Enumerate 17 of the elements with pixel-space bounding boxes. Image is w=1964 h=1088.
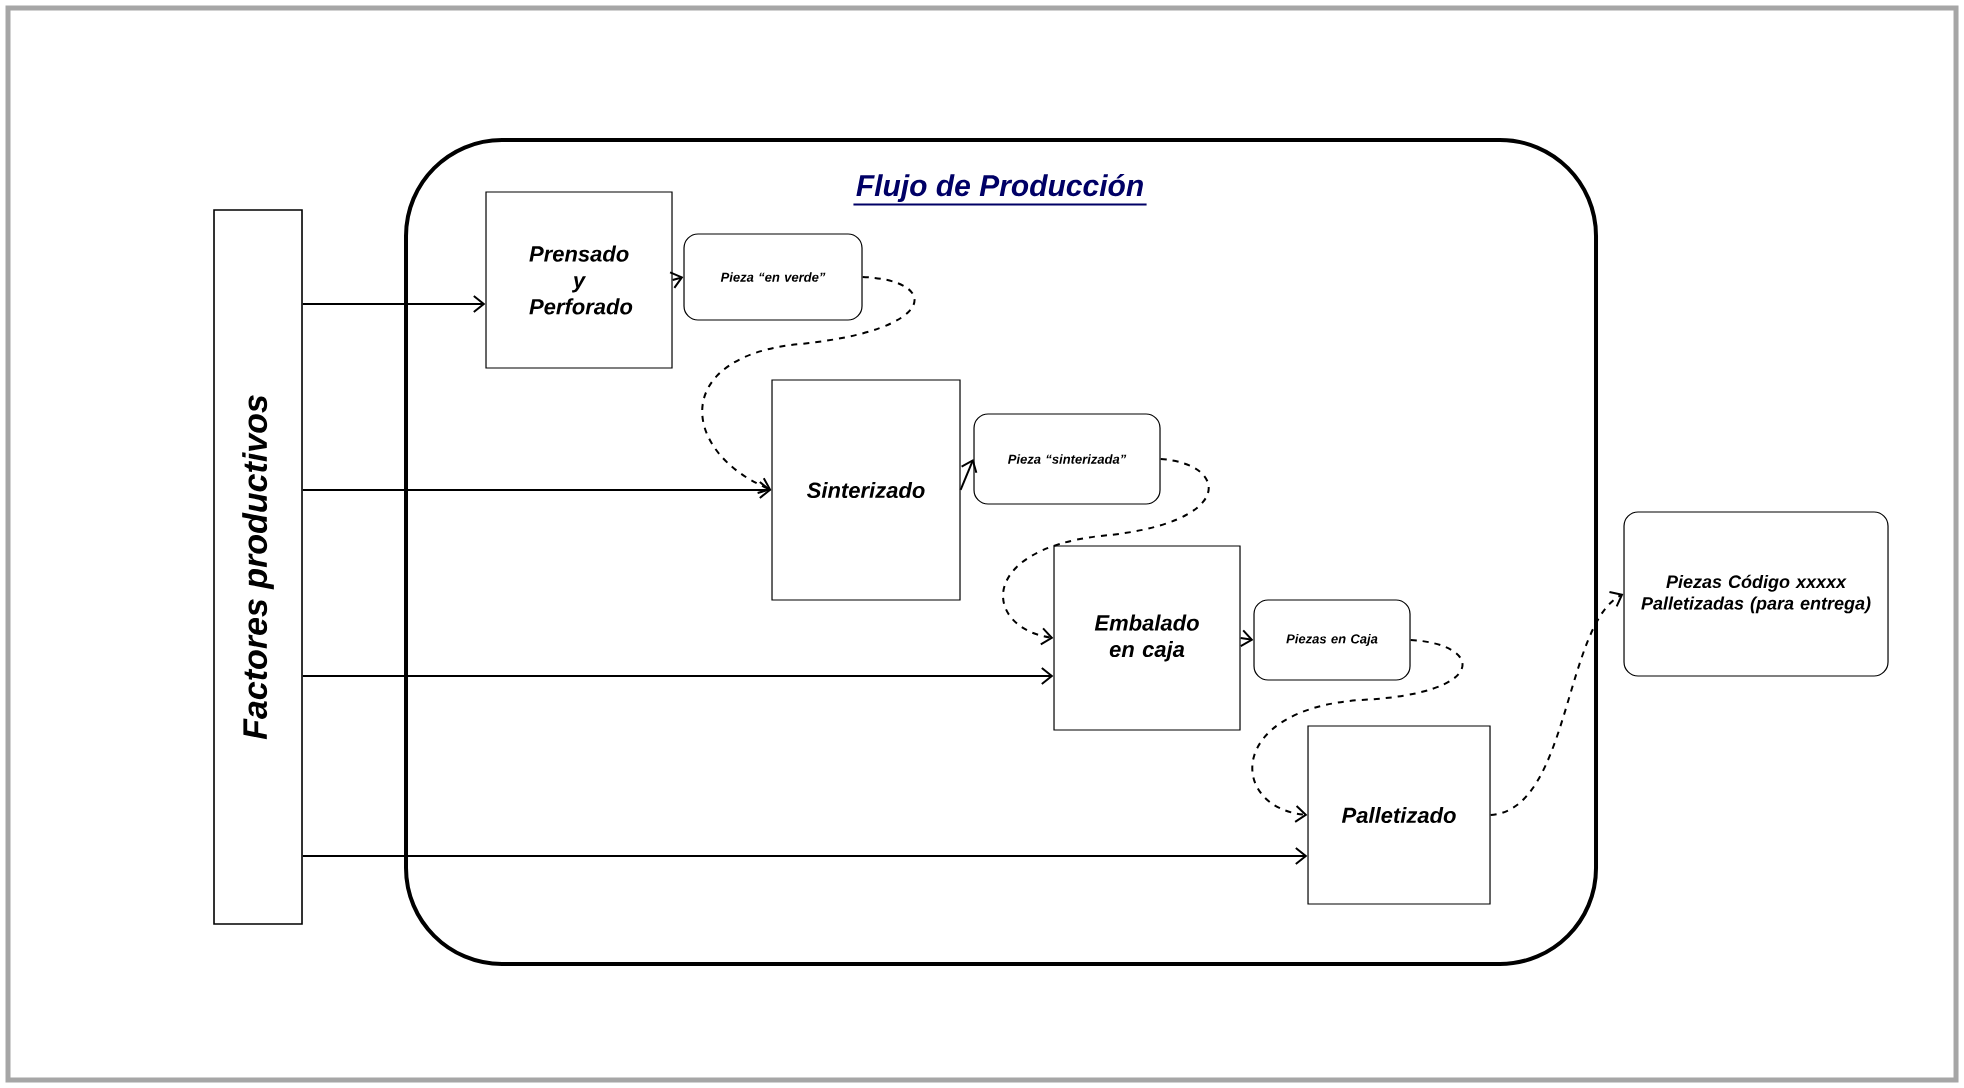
arrow: [1002, 458, 1210, 646]
process-box: Palletizado: [1307, 725, 1491, 905]
arrow: [301, 295, 486, 313]
output-box: Piezas Código xxxxx Palletizadas (para entrega): [1623, 511, 1889, 677]
arrow: [1239, 629, 1254, 648]
arrow: [301, 481, 772, 499]
arrow: [701, 276, 916, 494]
arrow: [1251, 639, 1464, 823]
process-box: Embalado en caja: [1053, 545, 1241, 731]
input-bar: Factores productivos: [213, 209, 303, 925]
arrow: [959, 459, 978, 491]
process-box: Sinterizado: [771, 379, 961, 601]
arrow: [301, 667, 1054, 685]
arrow: [301, 847, 1308, 865]
arrow: [1489, 591, 1624, 816]
process-box: Prensado y Perforado: [485, 191, 673, 369]
arrow: [669, 271, 684, 289]
